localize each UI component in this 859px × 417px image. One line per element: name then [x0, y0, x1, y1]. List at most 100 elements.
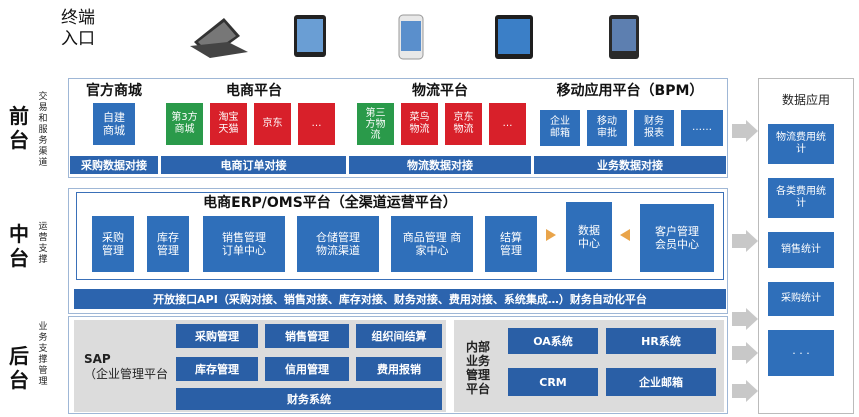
official-item[interactable]: 自建 商城	[93, 103, 135, 145]
module-sales[interactable]: 销售管理 订单中心	[203, 216, 285, 272]
middle-inner	[76, 192, 724, 280]
sap-credit[interactable]: 信用管理	[265, 357, 349, 381]
module-sales-label: 销售管理 订单中心	[222, 231, 266, 257]
smartphone-icon	[609, 15, 639, 59]
sap-label: SAP （企业管理平台	[84, 352, 184, 382]
arrow-right-icon-back-3	[732, 380, 758, 402]
mobile-item-4[interactable]: ……	[681, 110, 723, 146]
arrow-right-icon-front	[732, 120, 758, 142]
sap-label-line2: （企业管理平台	[84, 367, 169, 381]
sap-label-line1: SAP	[84, 352, 111, 366]
data-app-more[interactable]: · · ·	[768, 330, 834, 376]
sap-purchase[interactable]: 采购管理	[176, 324, 258, 348]
back-desc: 业务支撑管理	[38, 322, 48, 387]
ecommerce-item-3-label: 京东	[262, 118, 283, 129]
arrow-right-icon-middle	[732, 230, 758, 252]
ecommerce-item-4[interactable]: …	[298, 103, 335, 145]
hr-system[interactable]: HR系统	[606, 328, 716, 354]
mobile-item-4-label: ……	[692, 122, 712, 133]
mobile-item-2[interactable]: 移动 审批	[587, 110, 627, 146]
logistics-bar: 物流数据对接	[349, 156, 531, 174]
data-app-logistics-cost[interactable]: 物流费用统 计	[768, 124, 834, 164]
data-app-purchase-stats-label: 采购统计	[781, 293, 821, 304]
official-title: 官方商城	[86, 83, 142, 99]
logistics-item-1-label: 第三 方物 流	[365, 107, 386, 141]
mobile-item-1-label: 企业 邮箱	[550, 116, 570, 139]
sap-sales[interactable]: 销售管理	[265, 324, 349, 348]
data-app-expense-stats-label: 各类费用统 计	[776, 186, 826, 209]
terminal-label: 终端 入口	[48, 8, 108, 50]
module-purchase[interactable]: 采购 管理	[92, 216, 134, 272]
middle-title: 电商ERP/OMS平台（全渠道运营平台）	[203, 195, 457, 211]
crm-system[interactable]: CRM	[508, 368, 598, 396]
internal-label-text: 内部 业务 管理 平台	[465, 340, 490, 396]
data-app-sales-stats-label: 销售统计	[781, 244, 821, 255]
ecommerce-item-4-label: …	[311, 118, 322, 129]
module-product[interactable]: 商品管理 商 家中心	[391, 216, 473, 272]
data-app-title: 数据应用	[781, 92, 830, 107]
module-warehouse-label: 仓储管理 物流渠道	[316, 231, 360, 257]
ecommerce-title: 电商平台	[226, 83, 282, 99]
mobile-item-2-label: 移动 审批	[597, 116, 617, 139]
tablet-icon	[294, 15, 326, 57]
finance-system[interactable]: 财务系统	[176, 388, 442, 410]
logistics-item-3-label: 京东 物流	[453, 112, 474, 135]
logistics-item-1[interactable]: 第三 方物 流	[357, 103, 394, 145]
ecommerce-item-1-label: 第3方 商城	[171, 112, 198, 135]
ecommerce-item-3[interactable]: 京东	[254, 103, 291, 145]
data-app-more-label: · · ·	[792, 346, 810, 360]
arrow-left-icon	[620, 229, 630, 241]
tablet-icon-2	[495, 15, 533, 59]
ecommerce-item-1[interactable]: 第3方 商城	[166, 103, 203, 145]
logistics-item-3[interactable]: 京东 物流	[445, 103, 482, 145]
ecommerce-item-2-label: 淘宝 天猫	[218, 112, 239, 135]
arrow-right-icon-back-1	[732, 308, 758, 330]
data-app-sales-stats[interactable]: 销售统计	[768, 232, 834, 268]
module-inventory[interactable]: 库存 管理	[147, 216, 189, 272]
middle-label: 中台	[9, 222, 29, 270]
api-bar: 开放接口API（采购对接、销售对接、库存对接、财务对接、费用对接、系统集成…）财…	[74, 289, 726, 309]
back-label: 后台	[9, 344, 29, 392]
logistics-title: 物流平台	[412, 83, 468, 99]
mobile-item-1[interactable]: 企业 邮箱	[540, 110, 580, 146]
module-warehouse[interactable]: 仓储管理 物流渠道	[297, 216, 379, 272]
logistics-item-2-label: 菜鸟 物流	[409, 112, 430, 135]
laptop-icon	[190, 18, 248, 58]
sap-inventory[interactable]: 库存管理	[176, 357, 258, 381]
oa-system[interactable]: OA系统	[508, 328, 598, 354]
terminal-label-line1: 终端	[61, 8, 95, 28]
mobile-bar: 业务数据对接	[534, 156, 726, 174]
mobile-title: 移动应用平台（BPM）	[556, 83, 704, 99]
module-data-center-label: 数据 中心	[578, 224, 600, 250]
front-desc: 交易和服务渠道	[38, 92, 48, 168]
module-inventory-label: 库存 管理	[157, 231, 179, 257]
arrow-right-icon	[546, 229, 556, 241]
ecommerce-item-2[interactable]: 淘宝 天猫	[210, 103, 247, 145]
logistics-item-4[interactable]: …	[489, 103, 526, 145]
official-bar: 采购数据对接	[70, 156, 158, 174]
module-settlement-label: 结算 管理	[500, 231, 522, 257]
official-item-label: 自建 商城	[103, 111, 125, 137]
phone-icon	[398, 14, 424, 60]
logistics-item-2[interactable]: 菜鸟 物流	[401, 103, 438, 145]
data-app-logistics-cost-label: 物流费用统 计	[776, 132, 826, 155]
front-label: 前台	[9, 104, 29, 152]
middle-desc: 运营支撑	[38, 222, 48, 265]
enterprise-email[interactable]: 企业邮箱	[606, 368, 716, 396]
data-app-purchase-stats[interactable]: 采购统计	[768, 282, 834, 316]
module-data-center[interactable]: 数据 中心	[566, 202, 612, 272]
sap-org-settlement[interactable]: 组织间结算	[356, 324, 442, 348]
logistics-item-4-label: …	[502, 118, 513, 129]
terminal-label-line2: 入口	[61, 29, 95, 49]
mobile-item-3[interactable]: 财务 报表	[634, 110, 674, 146]
data-app-expense-stats[interactable]: 各类费用统 计	[768, 178, 834, 218]
sap-expense[interactable]: 费用报销	[356, 357, 442, 381]
module-product-label: 商品管理 商 家中心	[402, 231, 462, 257]
module-settlement[interactable]: 结算 管理	[485, 216, 537, 272]
module-purchase-label: 采购 管理	[102, 231, 124, 257]
mobile-item-3-label: 财务 报表	[644, 116, 664, 139]
arrow-right-icon-back-2	[732, 342, 758, 364]
internal-label: 内部 业务 管理 平台	[458, 330, 498, 406]
ecommerce-bar: 电商订单对接	[161, 156, 346, 174]
module-customer[interactable]: 客户管理 会员中心	[640, 204, 714, 272]
